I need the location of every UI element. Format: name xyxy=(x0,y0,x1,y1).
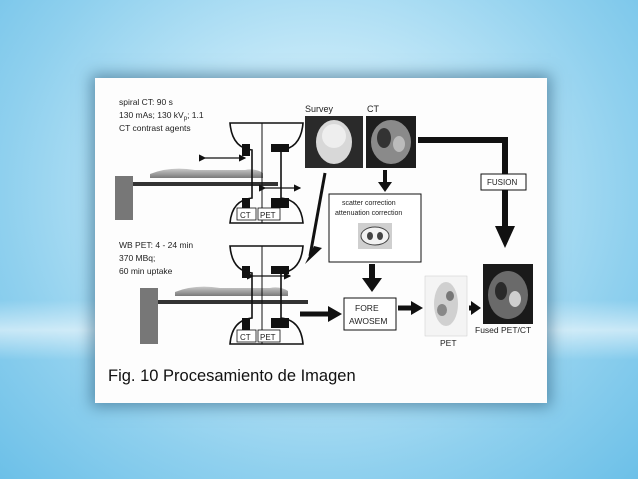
top-pet-label: PET xyxy=(260,211,276,220)
bottom-ct-label: CT xyxy=(240,333,251,342)
fusion-label: FUSION xyxy=(487,178,517,187)
bottom-pet-label: PET xyxy=(260,333,276,342)
top-ct-label: CT xyxy=(240,211,251,220)
awosem-label: AWOSEM xyxy=(349,316,387,326)
correction-line-2: attenuation correction xyxy=(335,210,402,217)
bottom-table xyxy=(158,300,308,304)
top-table xyxy=(133,182,278,186)
figure-caption: Fig. 10 Procesamiento de Imagen xyxy=(108,367,356,385)
bottom-patient xyxy=(175,286,288,296)
slide-figure: CT PET spiral CT: 90 s 130 mAs; 130 kVp;… xyxy=(95,78,547,403)
ct-image-label: CT xyxy=(367,104,379,114)
fore-box xyxy=(343,297,397,331)
survey-to-scanner-arrow xyxy=(308,172,327,257)
pet-image-label: PET xyxy=(440,338,457,348)
top-param-2: 130 mAs; 130 kVp; 1.1 xyxy=(119,110,204,122)
bottom-param-2: 370 MBq; xyxy=(119,253,155,263)
top-param-3: CT contrast agents xyxy=(119,123,191,133)
top-bed-base xyxy=(115,176,133,220)
fused-image-label: Fused PET/CT xyxy=(475,325,531,335)
top-scanner: CT PET xyxy=(115,122,304,224)
pet-ct-diagram: CT PET spiral CT: 90 s 130 mAs; 130 kVp;… xyxy=(115,97,533,348)
top-patient xyxy=(150,168,263,178)
fore-label: FORE xyxy=(355,303,379,313)
fusion-box xyxy=(480,173,527,191)
bottom-scanner: CT PET xyxy=(140,245,308,345)
ct-to-fused-arrow xyxy=(418,137,508,228)
bottom-param-3: 60 min uptake xyxy=(119,266,173,276)
survey-label: Survey xyxy=(305,104,334,114)
correction-line-1: scatter correction xyxy=(342,200,396,207)
bottom-param-1: WB PET: 4 - 24 min xyxy=(119,240,193,250)
bottom-bed-base xyxy=(140,288,158,344)
top-param-1: spiral CT: 90 s xyxy=(119,97,173,107)
